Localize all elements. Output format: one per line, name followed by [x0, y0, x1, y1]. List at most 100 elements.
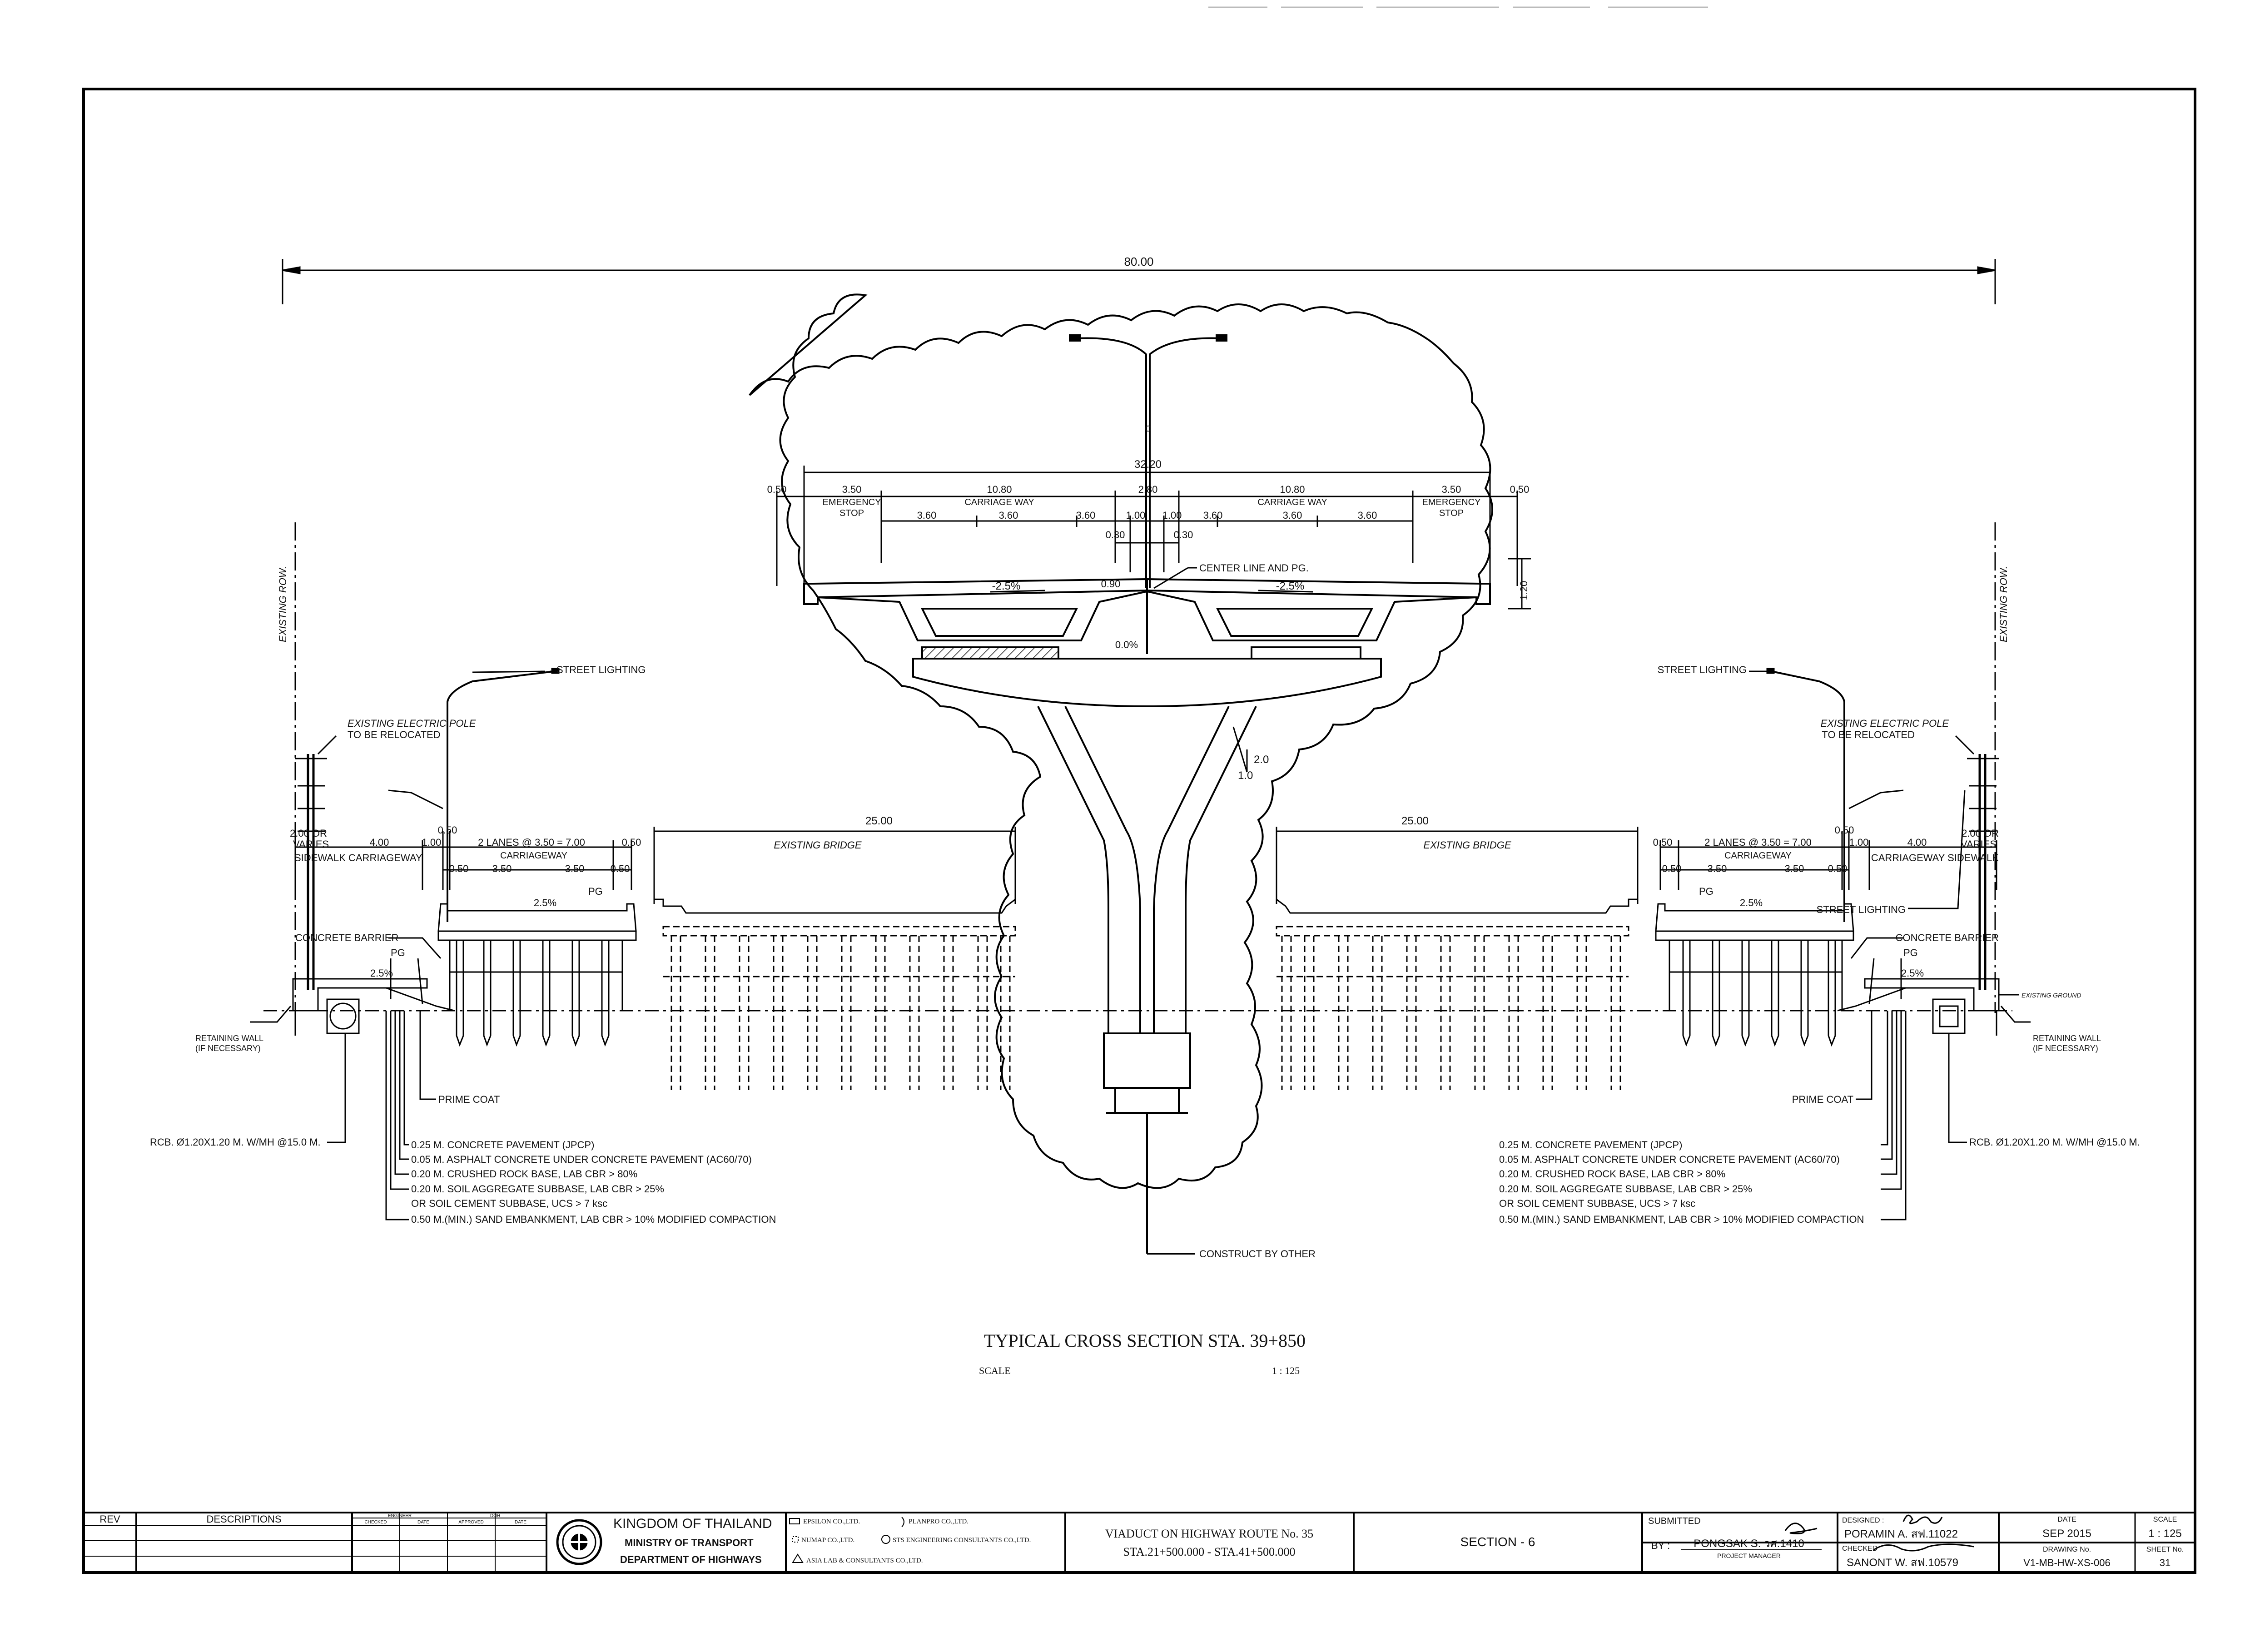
- right-dim-050-left: 0.50: [1653, 837, 1673, 848]
- tb-ministry: MINISTRY OF TRANSPORT: [625, 1537, 754, 1548]
- deck-dim-090: 0.90: [1101, 578, 1121, 590]
- left-rcb: RCB. Ø1.20X1.20 M. W/MH @15.0 M.: [150, 1136, 321, 1148]
- right-street-lighting-2: STREET LIGHTING: [1817, 904, 1906, 915]
- deck-right-emergency-label2: STOP: [1439, 508, 1464, 518]
- tb-drawing-label: DRAWING No.: [2043, 1546, 2091, 1553]
- deck-depth: 1.20: [1518, 581, 1530, 600]
- deck-left-emergency-label2: STOP: [839, 508, 864, 518]
- pavement-layer-left-2: 0.05 M. ASPHALT CONCRETE UNDER CONCRETE …: [411, 1154, 752, 1165]
- left-lanes-text: 2 LANES @ 3.50 = 7.00: [478, 837, 585, 848]
- tb-doh: DOH: [490, 1513, 500, 1518]
- left-dim-100: 1.00: [422, 837, 442, 848]
- deck-left-offset: 0.30: [1106, 529, 1125, 541]
- right-sub-dim-4: 0.50: [1828, 863, 1848, 874]
- overall-width-label: 80.00: [1124, 255, 1153, 268]
- right-concrete-barrier: CONCRETE BARRIER: [1896, 932, 1999, 943]
- tb-checked-name: SANONT W. สฟ.10579: [1847, 1557, 1958, 1569]
- left-concrete-barrier: CONCRETE BARRIER: [295, 932, 398, 943]
- left-pg2: PG: [391, 947, 405, 958]
- drawing-scale-label: SCALE: [979, 1365, 1011, 1376]
- drawing-title: TYPICAL CROSS SECTION STA. 39+850: [984, 1330, 1306, 1351]
- right-varies: VARIES: [1961, 838, 1997, 850]
- left-sub-dim-1: 0.50: [449, 863, 469, 874]
- tb-checked-label: CHECKED: [1842, 1545, 1877, 1553]
- deck-left-lane-3: 3.60: [1076, 510, 1096, 521]
- deck-left-lane-2: 3.60: [999, 510, 1018, 521]
- deck-left-emergency-width: 3.50: [842, 484, 862, 495]
- tb-scale-label: SCALE: [2153, 1516, 2177, 1523]
- right-sub-dim-3: 3.50: [1785, 863, 1804, 874]
- pavement-layer-right-3: 0.20 M. CRUSHED ROCK BASE, LAB CBR > 80%: [1499, 1168, 1725, 1180]
- right-relocated: TO BE RELOCATED: [1822, 729, 1915, 740]
- doh-seal-icon: [556, 1519, 602, 1565]
- right-or-label: 2.00 OR: [1962, 828, 1999, 839]
- tb-consultant-3: NUMAP CO.,LTD.: [801, 1537, 854, 1544]
- left-side: [250, 522, 637, 1220]
- pavement-layer-left-5: OR SOIL CEMENT SUBBASE, UCS > 7 ksc: [411, 1198, 607, 1209]
- pavement-layer-left-4: 0.20 M. SOIL AGGREGATE SUBBASE, LAB CBR …: [411, 1183, 664, 1195]
- tb-rev: REV: [99, 1513, 120, 1525]
- pier-slope-marks: [1232, 726, 1248, 773]
- deck-left-edge: 0.50: [767, 484, 787, 495]
- pavement-layers-right: 0.25 M. CONCRETE PAVEMENT (JPCP) 0.05 M.…: [1499, 1139, 1864, 1225]
- median-light-pole: [1069, 334, 1227, 588]
- right-if-necessary: (IF NECESSARY): [2033, 1044, 2098, 1053]
- tb-department: DEPARTMENT OF HIGHWAYS: [620, 1554, 762, 1565]
- left-existing-row: EXISTING ROW.: [277, 566, 288, 642]
- title-block-grid: [84, 1512, 2195, 1573]
- deck-left-carriage-width: 10.80: [987, 484, 1012, 495]
- deck-right-lane-3: 3.60: [1358, 510, 1377, 521]
- pm-signature: [1784, 1523, 1818, 1534]
- deck-total-width: 32.20: [1134, 458, 1162, 471]
- drawing-scale-value: 1 : 125: [1272, 1365, 1300, 1376]
- right-carriageway-dim: 4.00: [1907, 837, 1927, 848]
- tb-designed-label: DESIGNED :: [1842, 1517, 1884, 1524]
- right-side: [1655, 522, 2031, 1220]
- left-dim-050-top: 0.50: [438, 824, 457, 836]
- right-carriageway-label: CARRIAGEWAY: [1724, 851, 1792, 861]
- deck-left-carriage-label: CARRIAGE WAY: [964, 497, 1034, 507]
- left-relocated: TO BE RELOCATED: [348, 729, 441, 740]
- tb-consultant-4: STS ENGINEERING CONSULTANTS CO.,LTD.: [893, 1537, 1031, 1544]
- right-dim-050-top: 0.50: [1835, 824, 1854, 836]
- designer-signature: [1902, 1514, 1943, 1524]
- right-dim-100: 1.00: [1849, 837, 1869, 848]
- left-sub-dim-4: 0.50: [611, 863, 630, 874]
- right-retaining-wall: RETAINING WALL: [2033, 1034, 2101, 1043]
- right-existing-bridge: [1276, 827, 1639, 1090]
- pier-ratio-b: 1.0: [1238, 769, 1253, 782]
- tb-drawing-value: V1-MB-HW-XS-006: [2023, 1557, 2111, 1568]
- tb-submitted: SUBMITTED: [1648, 1516, 1701, 1526]
- left-or-label: 2.00 OR: [290, 828, 327, 839]
- tb-consultant-1: EPSILON CO.,LTD.: [803, 1518, 860, 1525]
- deck-median: 2.80: [1138, 484, 1158, 495]
- pavement-layer-right-6: 0.50 M.(MIN.) SAND EMBANKMENT, LAB CBR >…: [1499, 1214, 1864, 1225]
- left-carriageway-dim: 4.00: [370, 837, 389, 848]
- tb-date-label: DATE: [2057, 1516, 2076, 1523]
- tb-pm-name: PONGSAK S. วศ.1410: [1694, 1538, 1804, 1550]
- pavement-layer-right-4: 0.20 M. SOIL AGGREGATE SUBBASE, LAB CBR …: [1499, 1183, 1752, 1195]
- tb-consultant-5: ASIA LAB & CONSULTANTS CO.,LTD.: [806, 1557, 923, 1564]
- right-sidewalk-carriageway: CARRIAGEWAY SIDEWALK: [1871, 852, 1999, 863]
- deck-right-emergency-label: EMERGENCY: [1422, 497, 1481, 507]
- right-prime-coat: PRIME COAT: [1792, 1094, 1853, 1105]
- pavement-layer-left-6: 0.50 M.(MIN.) SAND EMBANKMENT, LAB CBR >…: [411, 1214, 776, 1225]
- checker-signature: [1873, 1543, 1974, 1552]
- right-existing-ground: EXISTING GROUND: [2022, 992, 2081, 999]
- tb-sheet-value: 31: [2160, 1557, 2171, 1568]
- left-slope2: 2.5%: [370, 967, 393, 979]
- right-street-lighting: STREET LIGHTING: [1658, 664, 1747, 675]
- right-pg2: PG: [1903, 947, 1918, 958]
- left-sub-dim-3: 3.50: [565, 863, 585, 874]
- tb-date-value: SEP 2015: [2042, 1528, 2091, 1540]
- center-line-label: CENTER LINE AND PG.: [1199, 562, 1309, 574]
- right-slope2: 2.5%: [1901, 967, 1924, 979]
- tb-by: BY :: [1651, 1540, 1670, 1551]
- tb-date2: DATE: [515, 1520, 526, 1525]
- left-slope: 2.5%: [534, 897, 556, 908]
- consultant-logos: [789, 1517, 904, 1563]
- pavement-layer-left-1: 0.25 M. CONCRETE PAVEMENT (JPCP): [411, 1139, 594, 1151]
- left-sidewalk-carriageway: SIDEWALK CARRIAGEWAY: [294, 852, 422, 863]
- tb-pm-title: PROJECT MANAGER: [1717, 1552, 1781, 1559]
